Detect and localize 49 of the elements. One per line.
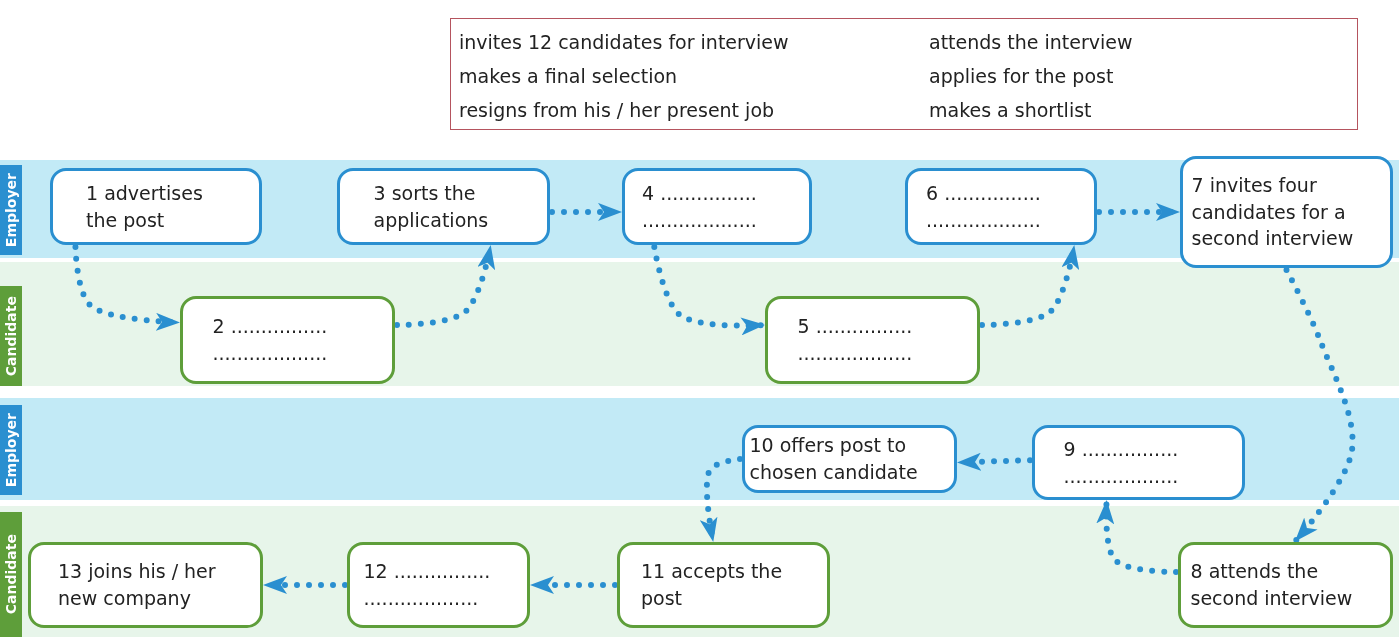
lane-tab: Employer <box>0 165 22 255</box>
dotted-arrow <box>72 244 181 331</box>
step-text: 13 joins his / her new company <box>58 559 217 611</box>
dotted-arrow <box>549 202 623 221</box>
dotted-arrow <box>262 576 348 594</box>
step-text: 1 advertises the post <box>86 180 204 233</box>
step-text: 11 accepts the post <box>641 559 784 611</box>
word-option: invites 12 candidates for interview <box>459 29 929 61</box>
step-text: 2 ................ ................... <box>212 314 329 366</box>
step-text: 12 ................ ................... <box>363 559 492 611</box>
step-box <box>617 542 830 628</box>
step-box <box>742 425 957 493</box>
word-option: applies for the post <box>929 63 1329 95</box>
step-box <box>180 296 395 384</box>
step-text: 10 offers post to chosen candidate <box>749 433 919 485</box>
dotted-arrow <box>979 244 1080 329</box>
step-box <box>337 168 550 245</box>
dotted-arrow <box>1096 202 1181 221</box>
step-box <box>50 168 262 245</box>
word-option: makes a final selection <box>459 63 929 95</box>
step-text: 4 ................ ................... <box>642 180 758 233</box>
step-text: 6 ................ ................... <box>926 180 1042 233</box>
dotted-arrow <box>529 576 618 594</box>
word-bank-box <box>450 18 1358 130</box>
dotted-arrow <box>394 244 495 329</box>
lane-tab: Candidate <box>0 512 22 637</box>
step-text: 9 ................ ................... <box>1063 436 1180 489</box>
step-box <box>622 168 812 245</box>
word-option: attends the interview <box>929 29 1329 61</box>
dotted-arrow <box>651 244 766 336</box>
lane-tab: Employer <box>0 405 22 495</box>
step-box <box>28 542 263 628</box>
step-text: 5 ................ ................... <box>797 314 914 366</box>
lane-tab: Candidate <box>0 286 22 386</box>
dotted-arrow <box>956 452 1033 471</box>
step-box <box>1180 156 1393 268</box>
step-box <box>905 168 1097 245</box>
step-text: 3 sorts the applications <box>373 180 490 233</box>
step-box <box>765 296 980 384</box>
step-box <box>1032 425 1245 500</box>
step-text: 8 attends the second interview <box>1190 559 1354 611</box>
word-option: makes a shortlist <box>929 97 1329 129</box>
word-option: resigns from his / her present job <box>459 97 929 129</box>
step-box <box>347 542 530 628</box>
step-text: 7 invites four candidates for a second interview <box>1191 173 1355 252</box>
dotted-arrow <box>1283 267 1356 543</box>
dotted-arrow <box>1096 499 1179 576</box>
dotted-arrow <box>699 456 743 543</box>
step-box <box>1178 542 1393 628</box>
